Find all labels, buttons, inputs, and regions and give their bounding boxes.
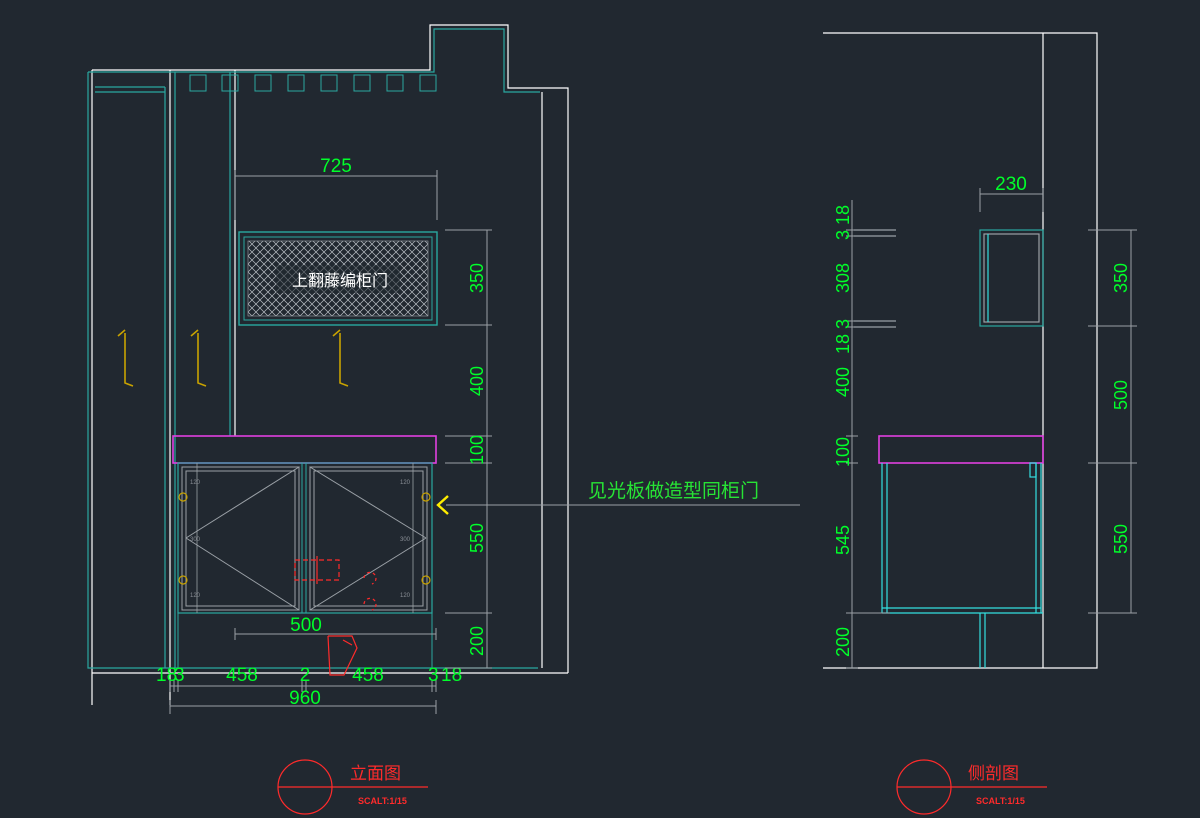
plinth xyxy=(177,613,433,668)
door-mark-6: 120 xyxy=(400,593,411,599)
elevation-note: 见光板做造型同柜门 xyxy=(588,480,759,502)
section-countertop xyxy=(878,435,1044,464)
elevation-title-block xyxy=(277,759,428,815)
dim-100: 100 xyxy=(467,435,487,465)
dim-s-545: 545 xyxy=(833,525,853,555)
dim-s-550: 550 xyxy=(1111,524,1131,554)
door-mark-2: 120 xyxy=(190,593,201,599)
dim-right-chain xyxy=(445,229,492,669)
section-lower-cabinet xyxy=(881,462,1043,668)
door-ticks xyxy=(196,463,414,613)
door-mark-3: 300 xyxy=(190,537,201,543)
rattan-door-label: 上翻藤编柜门 xyxy=(292,271,388,290)
dim-seg-458-left: 458 xyxy=(226,665,258,686)
dim-total-width xyxy=(169,700,437,714)
dim-200: 200 xyxy=(467,626,487,656)
dim-section-left-chain xyxy=(846,200,890,669)
dim-seg-18-left: 18 xyxy=(156,665,177,686)
dim-s-500: 500 xyxy=(1111,380,1131,410)
door-handle-marks xyxy=(294,556,377,676)
section-view: 230 3 18 308 3 xyxy=(823,32,1137,815)
crown-dentils xyxy=(189,74,437,92)
dim-960: 960 xyxy=(289,688,321,709)
dim-bottom-segments xyxy=(169,680,437,692)
leader-arrow-icon xyxy=(436,495,449,515)
dim-s-18b: 18 xyxy=(833,334,853,354)
lower-cabinet-doors xyxy=(177,462,433,614)
dim-inner-width xyxy=(234,628,437,640)
dim-s-350: 350 xyxy=(1111,263,1131,293)
section-title: 侧剖图 xyxy=(968,764,1019,784)
door-mark-5: 120 xyxy=(400,480,411,486)
dim-seg-3-right: 3 xyxy=(428,665,439,686)
dim-section-right-chain xyxy=(1088,229,1137,614)
dim-500: 500 xyxy=(290,615,322,636)
dim-230: 230 xyxy=(995,174,1027,195)
dim-s-400: 400 xyxy=(833,367,853,397)
shelf-brackets xyxy=(854,229,896,328)
rattan-flip-door: 上翻藤编柜门 xyxy=(238,231,438,326)
dim-s-100: 100 xyxy=(833,437,853,467)
elevation-title: 立面图 xyxy=(350,764,401,784)
section-upper-box xyxy=(979,229,1044,327)
dim-seg-2: 2 xyxy=(300,665,311,686)
dim-s-308: 308 xyxy=(833,263,853,293)
section-outline xyxy=(823,32,1098,669)
dim-seg-3-left: 3 xyxy=(174,665,185,686)
section-scale: SCALT:1/15 xyxy=(976,796,1025,806)
dim-seg-18-right: 18 xyxy=(441,665,462,686)
elevation-scale: SCALT:1/15 xyxy=(358,796,407,806)
dim-top-width xyxy=(234,170,438,220)
dim-section-top xyxy=(979,188,1044,212)
section-title-block xyxy=(896,759,1047,815)
dim-350: 350 xyxy=(467,263,487,293)
door-mark-1: 120 xyxy=(190,480,201,486)
dim-s-18a: 18 xyxy=(833,205,853,225)
dim-seg-458-right: 458 xyxy=(352,665,384,686)
door-mark-4: 300 xyxy=(400,537,411,543)
elevation-view: 上翻藤编柜门 120 120 300 300 xyxy=(87,24,800,815)
hanger-icon xyxy=(117,329,349,387)
dim-s-200: 200 xyxy=(833,627,853,657)
countertop xyxy=(172,435,437,464)
note-leader xyxy=(436,495,800,515)
dim-s-3b: 3 xyxy=(833,319,853,329)
dim-400: 400 xyxy=(467,366,487,396)
dim-550: 550 xyxy=(467,523,487,553)
dim-725: 725 xyxy=(320,156,352,177)
elevation-outline xyxy=(91,24,569,705)
door-hinge-marks xyxy=(178,492,431,585)
elevation-frame xyxy=(87,28,540,669)
dim-s-3a: 3 xyxy=(833,230,853,240)
